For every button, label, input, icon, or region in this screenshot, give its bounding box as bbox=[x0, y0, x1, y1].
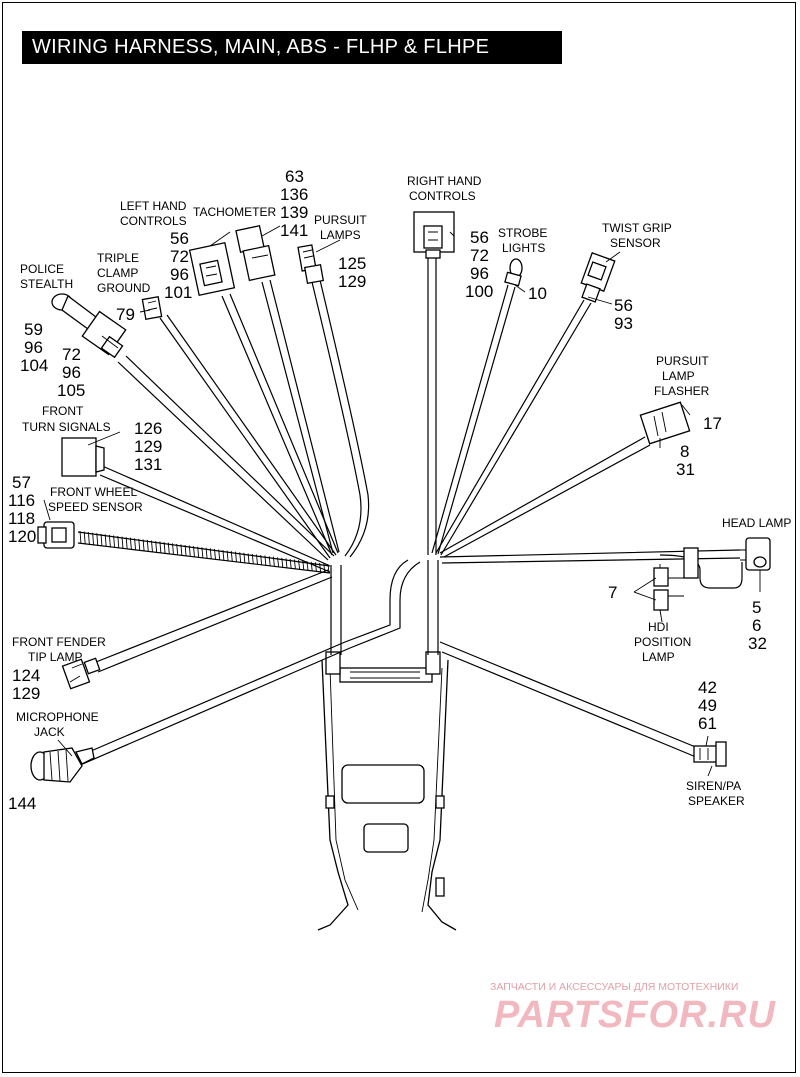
callout-pursuit-lamp-flasher-a: 17 bbox=[703, 414, 722, 433]
twist-grip-sensor-connector bbox=[580, 252, 616, 303]
police-stealth-connector bbox=[51, 293, 127, 359]
siren-pa-speaker-connector bbox=[693, 741, 727, 767]
speed-sensor-loom bbox=[77, 530, 331, 574]
left-branch-wires bbox=[95, 279, 370, 673]
left-hand-controls-connector bbox=[188, 241, 236, 297]
fairing-body bbox=[317, 651, 457, 931]
head-lamp-connector bbox=[683, 537, 771, 579]
microphone-jack-connector bbox=[30, 747, 95, 783]
tachometer-connector bbox=[235, 224, 276, 282]
watermark-logo: PARTSFOR.RU bbox=[494, 994, 776, 1036]
label-tachometer: TACHOMETER bbox=[193, 205, 276, 219]
callout-triple-clamp-ground: 79 bbox=[116, 305, 135, 324]
callout-hdi-position-lamp: 7 bbox=[608, 583, 617, 602]
triple-clamp-ground-terminal bbox=[141, 296, 163, 320]
harness-trunk bbox=[69, 559, 439, 767]
watermark-caption: ЗАПЧАСТИ И АКСЕССУАРЫ ДЛЯ МОТОТЕХНИКИ bbox=[490, 981, 739, 993]
strobe-lights-connector bbox=[504, 258, 523, 287]
pursuit-lamp-flasher-unit bbox=[639, 401, 691, 445]
front-turn-signals-connector bbox=[61, 437, 105, 477]
label-head-lamp: HEAD LAMP bbox=[722, 516, 791, 530]
page-title: WIRING HARNESS, MAIN, ABS - FLHP & FLHPE bbox=[22, 31, 562, 64]
hdi-position-lamp-connector bbox=[653, 564, 684, 611]
front-wheel-speed-sensor-connector bbox=[37, 521, 75, 549]
right-hand-controls-connector bbox=[413, 211, 455, 259]
callout-microphone-jack: 144 bbox=[8, 794, 36, 813]
leader-lines bbox=[43, 225, 761, 777]
callout-strobe-lights: 10 bbox=[528, 284, 547, 303]
right-branch-wires bbox=[427, 255, 743, 758]
front-fender-tip-lamp-connector bbox=[61, 657, 101, 690]
pursuit-lamps-connector bbox=[297, 244, 325, 285]
